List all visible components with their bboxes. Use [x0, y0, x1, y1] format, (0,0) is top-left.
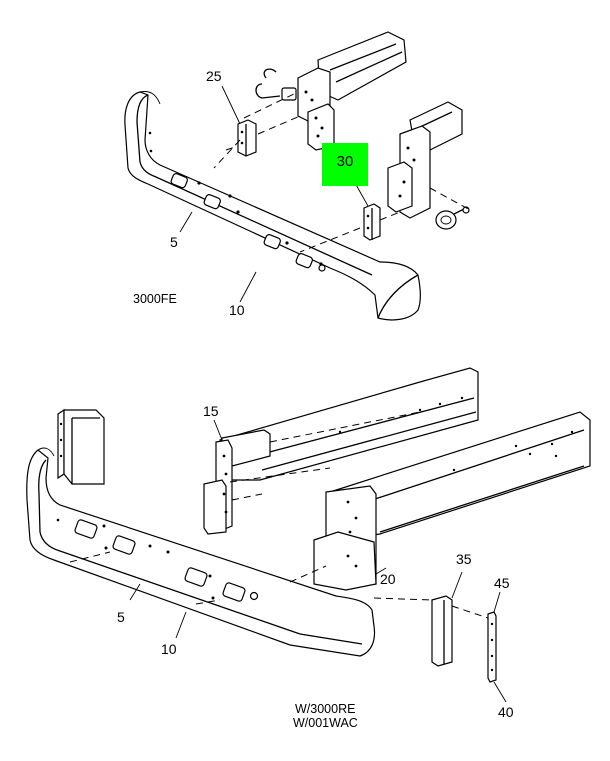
bottom-left-frame-rail [203, 367, 479, 535]
callout-25-top[interactable]: 25 [206, 68, 222, 84]
callout-40[interactable]: 40 [498, 704, 514, 720]
top-left-frame-rail [255, 31, 407, 151]
callout-15[interactable]: 15 [203, 403, 219, 419]
top-right-frame-rail [387, 101, 470, 230]
caption-bottom-line2: W/001WAC [293, 716, 358, 730]
callout-5-bottom[interactable]: 5 [117, 609, 125, 625]
callout-30-highlighted[interactable]: 30 [322, 143, 368, 186]
caption-top-model: 3000FE [133, 292, 177, 306]
bottom-left-post [57, 408, 105, 485]
callout-20[interactable]: 20 [380, 571, 396, 587]
callout-10-top[interactable]: 10 [229, 302, 245, 318]
top-bracket-30 [363, 203, 381, 241]
callout-35[interactable]: 35 [456, 551, 472, 567]
bottom-strip-45-40 [487, 611, 497, 683]
bottom-bracket-35 [431, 595, 453, 667]
top-assembly [124, 31, 471, 321]
callout-5-top[interactable]: 5 [170, 234, 178, 250]
caption-bottom-line1: W/3000RE [295, 702, 356, 716]
callout-10-bottom[interactable]: 10 [161, 641, 177, 657]
bottom-bumper [26, 447, 376, 657]
top-bracket-25 [237, 119, 257, 157]
bottom-assembly [26, 367, 591, 703]
top-bumper [124, 91, 421, 321]
callout-45[interactable]: 45 [494, 575, 510, 591]
bottom-right-frame-rail [313, 411, 591, 591]
